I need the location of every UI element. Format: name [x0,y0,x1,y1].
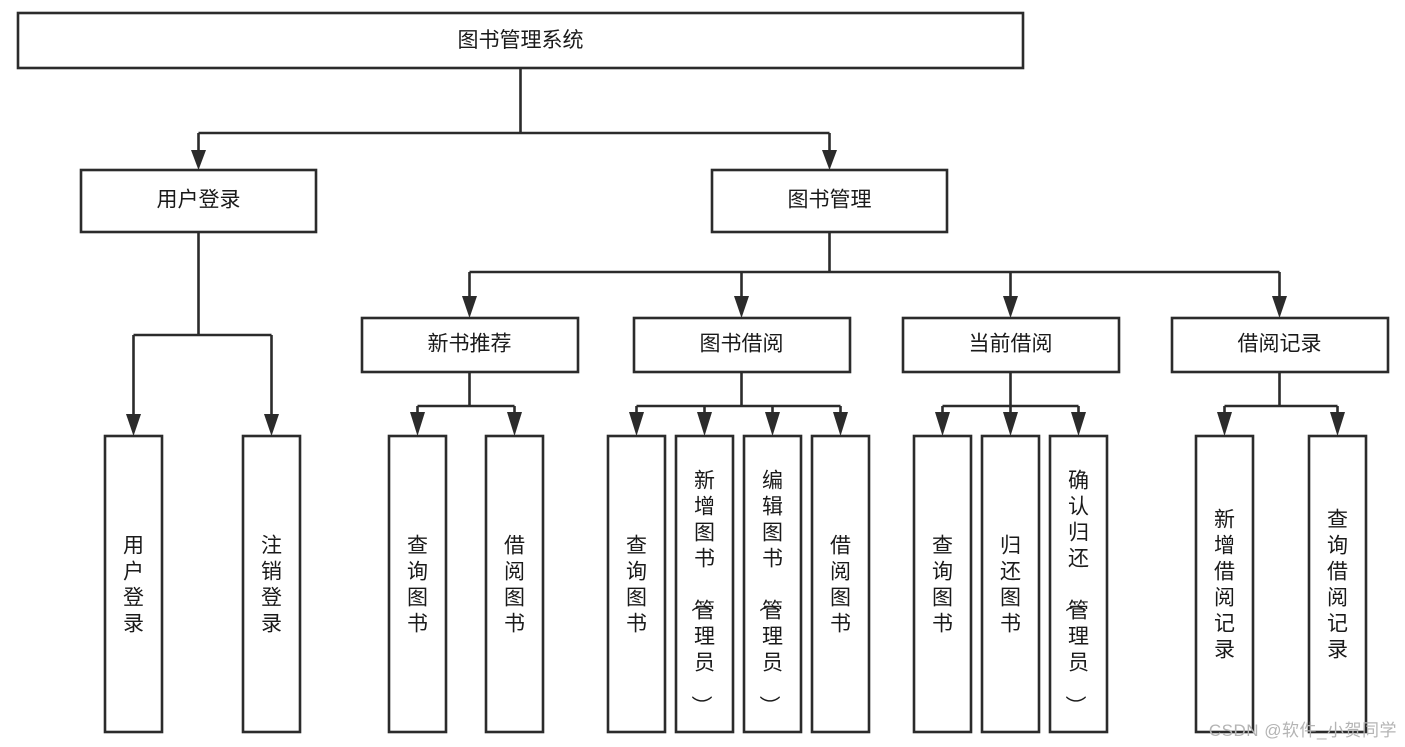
leaf-new-book-2-box[interactable] [484,434,545,734]
node-new-book-recommend-box[interactable] [360,316,580,374]
leaf-borrow-4-box[interactable] [810,434,871,734]
node-borrow-record-label: 借阅记录 [1238,333,1322,356]
leaf-record-2-label: 查询借阅记录 [1327,508,1348,661]
leaf-node[interactable]: 注销登录 [241,434,302,734]
node-user-login[interactable]: 用户登录 [79,168,318,234]
node-root-label: 图书管理系统 [458,29,584,52]
leaf-user-login-1-label: 用户登录 [123,534,144,635]
node-borrow-record-box[interactable] [1170,316,1390,374]
leaf-borrow-2-box[interactable] [674,434,735,734]
leaf-current-2-label: 归还图书 [1000,534,1021,635]
leaf-borrow-2-label: 新增图书（管理员） [689,469,715,716]
leaf-node[interactable]: 确认归还（管理员） [1048,434,1109,734]
arrow-to-book-manage [822,150,837,170]
arrow-leaf-borrow-3 [765,412,780,436]
leaf-node[interactable]: 用户登录 [103,434,164,734]
leaf-current-1-box[interactable] [912,434,973,734]
leaf-borrow-3-label: 编辑图书（管理员） [757,469,783,716]
node-new-book-recommend-label: 新书推荐 [428,333,512,356]
arrow-leaf-borrow-4 [833,412,848,436]
leaf-user-login-2-box[interactable] [241,434,302,734]
leaf-node[interactable]: 查询图书 [606,434,667,734]
arrow-leaf-current-1 [935,412,950,436]
node-borrow-record[interactable]: 借阅记录 [1170,316,1390,374]
arrow-leaf-new-book-2 [507,412,522,436]
node-book-manage-box[interactable] [710,168,949,234]
arrow-leaf-user-login-1 [126,414,141,436]
leaf-current-2-box[interactable] [980,434,1041,734]
node-root[interactable]: 图书管理系统 [16,11,1025,70]
node-current-borrow-label: 当前借阅 [969,333,1053,356]
arrow-leaf-current-2 [1003,412,1018,436]
leaf-node[interactable]: 编辑图书（管理员） [742,434,803,734]
leaf-node[interactable]: 新增图书（管理员） [674,434,735,734]
leaf-current-3-label: 确认归还（管理员） [1063,469,1089,716]
arrow-to-current [1003,296,1018,318]
leaf-user-login-2-label: 注销登录 [261,534,282,635]
node-book-borrow[interactable]: 图书借阅 [632,316,852,374]
node-current-borrow-box[interactable] [901,316,1121,374]
arrow-leaf-new-book-1 [410,412,425,436]
leaf-record-1-label: 新增借阅记录 [1214,508,1235,661]
leaf-borrow-1-box[interactable] [606,434,667,734]
leaf-node[interactable]: 新增借阅记录 [1194,434,1255,734]
arrow-to-borrow [734,296,749,318]
leaf-current-3-box[interactable] [1048,434,1109,734]
arrow-to-new-book [462,296,477,318]
arrow-leaf-current-3 [1071,412,1086,436]
leaf-node[interactable]: 查询图书 [387,434,448,734]
leaf-node[interactable]: 归还图书 [980,434,1041,734]
node-root-box[interactable] [16,11,1025,70]
arrow-leaf-user-login-2 [264,414,279,436]
arrow-leaf-record-2 [1330,412,1345,436]
leaf-record-1-box[interactable] [1194,434,1255,734]
node-new-book-recommend[interactable]: 新书推荐 [360,316,580,374]
arrow-to-record [1272,296,1287,318]
node-current-borrow[interactable]: 当前借阅 [901,316,1121,374]
leaf-new-book-1-box[interactable] [387,434,448,734]
leaf-current-1-label: 查询图书 [932,534,953,635]
node-book-manage-label: 图书管理 [788,189,872,212]
csdn-watermark: CSDN @软件_小贺同学 [1208,721,1397,740]
leaf-user-login-1-box[interactable] [103,434,164,734]
arrow-leaf-borrow-1 [629,412,644,436]
leaf-new-book-1-label: 查询图书 [407,534,428,635]
leaf-node[interactable]: 借阅图书 [810,434,871,734]
leaf-new-book-2-label: 借阅图书 [504,534,525,635]
arrow-leaf-record-1 [1217,412,1232,436]
leaf-node[interactable]: 查询借阅记录 [1307,434,1368,734]
node-book-borrow-box[interactable] [632,316,852,374]
leaf-node[interactable]: 借阅图书 [484,434,545,734]
leaf-borrow-4-label: 借阅图书 [830,534,851,635]
leaf-borrow-3-box[interactable] [742,434,803,734]
leaf-record-2-box[interactable] [1307,434,1368,734]
leaf-node[interactable]: 查询图书 [912,434,973,734]
node-user-login-label: 用户登录 [157,189,241,212]
arrow-leaf-borrow-2 [697,412,712,436]
leaf-borrow-1-label: 查询图书 [626,534,647,635]
connector-layer [126,68,1345,436]
node-book-borrow-label: 图书借阅 [700,333,784,356]
node-user-login-box[interactable] [79,168,318,234]
node-book-manage[interactable]: 图书管理 [710,168,949,234]
arrow-to-user-login [191,150,206,170]
